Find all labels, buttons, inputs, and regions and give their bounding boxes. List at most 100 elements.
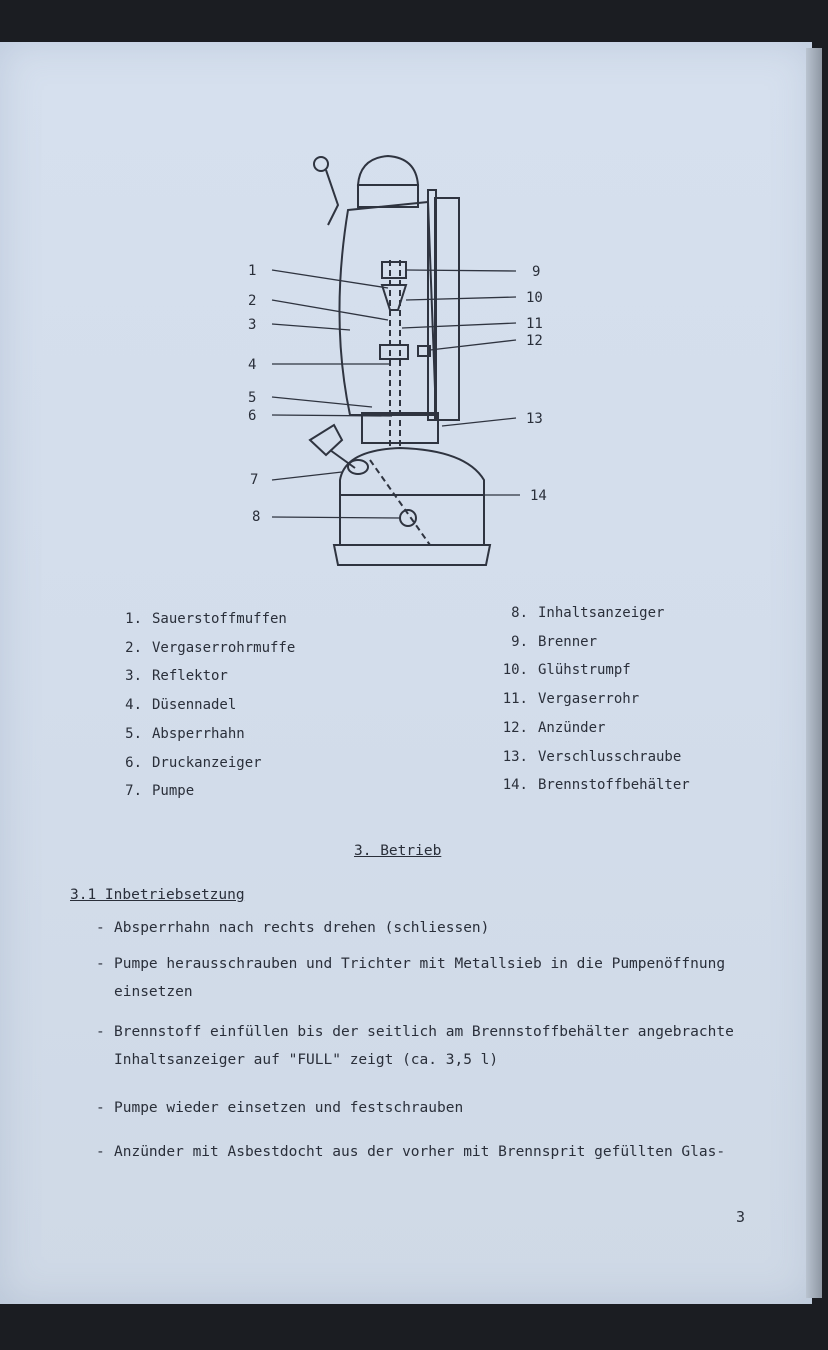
legend-item: 14. Brennstoffbehälter [494, 771, 690, 800]
legend-label: Brennstoffbehälter [538, 777, 690, 794]
callout-11: 11 [526, 316, 543, 332]
fuel-tank [339, 446, 485, 546]
callout-7: 7 [250, 472, 258, 488]
legend-num: 2. [125, 639, 142, 656]
reflector-panel [434, 197, 460, 421]
lamp-cap [356, 154, 420, 186]
pump-tube [369, 459, 431, 546]
legend-num: 10. [502, 662, 528, 679]
igniter-block [379, 344, 409, 360]
legend-num: 12. [502, 719, 528, 736]
legend-item: 3. Reflektor [108, 662, 295, 691]
pump-rod [329, 449, 356, 469]
legend-label: Düsennadel [152, 697, 237, 714]
legend-item: 7. Pumpe [108, 777, 295, 806]
pump-head [347, 459, 369, 475]
mantle [380, 284, 408, 311]
step-item: -Anzünder mit Asbestdocht aus der vorher… [96, 1144, 725, 1160]
leader-3 [271, 323, 351, 331]
legend-label: Anzünder [538, 719, 606, 736]
legend-num: 1. [125, 611, 142, 627]
step-line: Anzünder mit Asbestdocht aus der vorher … [114, 1144, 726, 1160]
legend-label: Brenner [538, 633, 598, 650]
leader-12 [429, 339, 517, 351]
legend-label: Inhaltsanzeiger [538, 605, 665, 621]
legend-label: Reflektor [152, 668, 228, 685]
leader-8 [271, 516, 401, 519]
callout-1: 1 [248, 263, 256, 279]
legend-num: 11. [502, 691, 528, 708]
callout-6: 6 [248, 408, 256, 424]
lamp-drawing: 1 2 3 4 5 6 7 8 9 10 11 12 13 14 [248, 154, 547, 566]
collar [361, 412, 439, 444]
legend-item: 1. Sauerstoffmuffen [108, 605, 295, 634]
legend-label: Druckanzeiger [152, 754, 262, 771]
legend-right: 8. Inhaltsanzeiger 9. Brenner 10. Glühstrum… [494, 599, 690, 800]
step-line-continued: einsetzen [114, 984, 193, 1000]
subsection-title: 3.1 Inbetriebsetzung [70, 887, 245, 903]
leader-10 [405, 296, 517, 301]
legend-label: Pumpe [152, 783, 195, 800]
legend-num: 14. [502, 777, 528, 794]
legend-item: 9. Brenner [494, 628, 690, 657]
legend-num: 7. [125, 783, 142, 800]
igniter [417, 345, 431, 357]
leader-7 [271, 471, 343, 481]
leader-1 [271, 269, 389, 289]
step-dash: - [96, 1100, 105, 1116]
burner [381, 261, 407, 279]
lamp-body [338, 200, 438, 416]
page-number: 3 [736, 1208, 746, 1226]
legend-item: 4. Düsennadel [108, 691, 295, 720]
document-page [0, 42, 812, 1304]
legend-label: Verschlusschraube [538, 748, 682, 765]
page-edge [806, 48, 822, 1298]
callout-4: 4 [248, 357, 256, 373]
step-line: Pumpe herausschrauben und Trichter mit M… [114, 956, 726, 972]
step-dash: - [96, 1024, 105, 1040]
lamp-diagram: 1 2 3 4 5 6 7 8 9 10 11 12 13 14 [230, 150, 570, 580]
legend-num: 4. [125, 697, 142, 714]
legend-label: Glühstrumpf [538, 662, 631, 679]
step-dash: - [96, 920, 105, 936]
step-line: Brennstoff einfüllen bis der seitlich am… [114, 1024, 734, 1040]
step-dash: - [96, 1144, 105, 1160]
step-line-continued: Inhaltsanzeiger auf "FULL" zeigt (ca. 3,… [114, 1052, 499, 1068]
step-item: -Brennstoff einfüllen bis der seitlich a… [96, 1024, 734, 1068]
legend-num: 5. [125, 725, 142, 742]
leader-13 [441, 417, 517, 427]
callout-13: 13 [526, 411, 543, 427]
legend-item: 10. Glühstrumpf [494, 656, 690, 685]
legend-num: 8. [511, 605, 528, 621]
callout-2: 2 [248, 293, 256, 309]
step-item: -Pumpe herausschrauben und Trichter mit … [96, 956, 725, 1000]
leader-2 [271, 299, 389, 321]
legend-label: Vergaserrohr [538, 691, 640, 708]
step-item: -Pumpe wieder einsetzen und festschraube… [96, 1100, 463, 1116]
callout-9: 9 [532, 264, 540, 280]
leader-11 [401, 322, 517, 329]
legend-num: 9. [511, 633, 528, 650]
step-item: -Absperrhahn nach rechts drehen (schlies… [96, 920, 489, 936]
step-line: Absperrhahn nach rechts drehen (schliess… [114, 920, 490, 936]
legend-label: Sauerstoffmuffen [152, 611, 287, 627]
legend-label: Vergaserrohrmuffe [152, 639, 296, 656]
step-dash: - [96, 956, 105, 972]
legend-item: 8. Inhaltsanzeiger [494, 599, 690, 628]
handle-arm [325, 169, 340, 226]
legend-item: 6.Druckanzeiger [108, 749, 295, 778]
legend-num: 13. [502, 748, 528, 765]
reflector-frame [427, 189, 437, 421]
section-title: 3. Betrieb [354, 843, 442, 859]
legend-item: 11. Vergaserrohr [494, 685, 690, 714]
callout-5: 5 [248, 390, 256, 406]
tank-base [332, 544, 492, 566]
callout-10: 10 [526, 290, 543, 306]
legend-item: 12. Anzünder [494, 714, 690, 743]
callout-12: 12 [526, 333, 543, 349]
pump-handle [308, 423, 344, 457]
legend-item: 13. Verschlusschraube [494, 743, 690, 772]
handle-ring [313, 156, 329, 172]
legend-num: 3. [125, 668, 142, 685]
legend-label: Absperrhahn [152, 725, 245, 742]
